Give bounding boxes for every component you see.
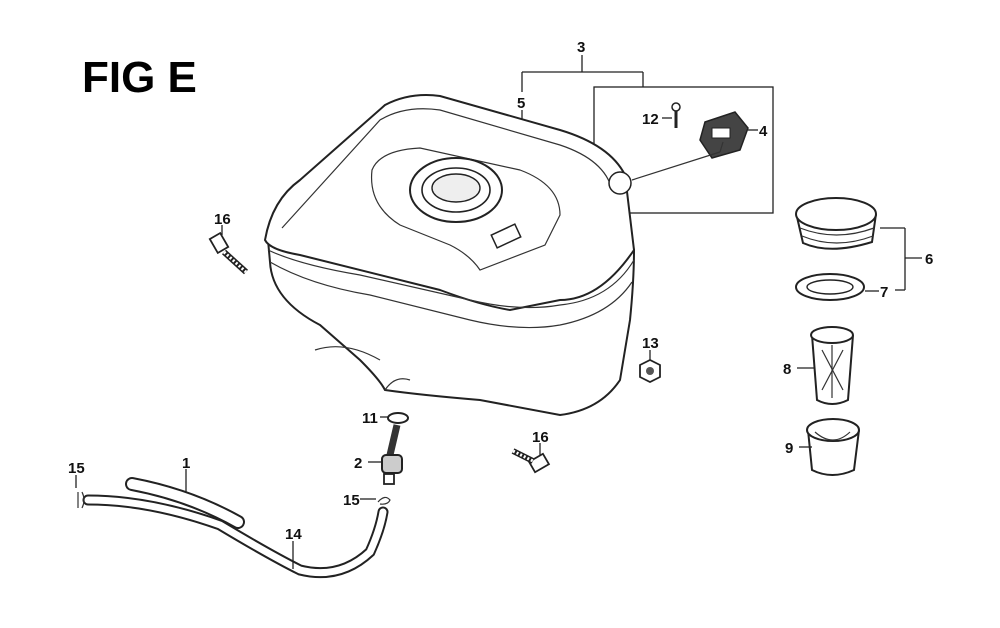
screw-12[interactable]: [671, 102, 681, 128]
fuel-cap[interactable]: [795, 197, 877, 250]
sediment-cup[interactable]: [806, 418, 860, 476]
fuel-tank[interactable]: [263, 94, 636, 417]
callout-9: 9: [785, 440, 793, 457]
callout-4: 4: [759, 123, 768, 140]
callout-bracket-6: [880, 227, 922, 291]
bolt-16-upper[interactable]: [208, 231, 249, 275]
callout-2: 2: [354, 455, 362, 472]
fuel-tube-14[interactable]: [82, 494, 389, 579]
callout-16-upper: 16: [214, 211, 231, 228]
figure-title: FIG E: [82, 53, 197, 102]
callout-15-left: 15: [68, 460, 85, 477]
callout-6: 6: [925, 251, 933, 268]
callout-13: 13: [642, 335, 659, 352]
hose-1[interactable]: [125, 477, 245, 529]
clip-15-right[interactable]: [377, 496, 391, 505]
strainer[interactable]: [810, 326, 854, 405]
clip-15-left[interactable]: [77, 491, 85, 509]
callout-5: 5: [517, 95, 525, 112]
callout-1: 1: [182, 455, 190, 472]
fuel-gauge[interactable]: [608, 111, 749, 195]
fuel-cock[interactable]: [381, 412, 409, 485]
callout-11: 11: [362, 410, 378, 427]
callout-14: 14: [285, 526, 302, 543]
callout-12: 12: [642, 111, 659, 128]
bolt-16-lower[interactable]: [511, 448, 551, 474]
callout-7: 7: [880, 284, 888, 301]
gasket[interactable]: [795, 273, 865, 301]
callout-8: 8: [783, 361, 791, 378]
nut-13[interactable]: [639, 358, 661, 384]
callout-3: 3: [577, 39, 585, 56]
callout-15-right: 15: [343, 492, 360, 509]
callout-16-lower: 16: [532, 429, 549, 446]
